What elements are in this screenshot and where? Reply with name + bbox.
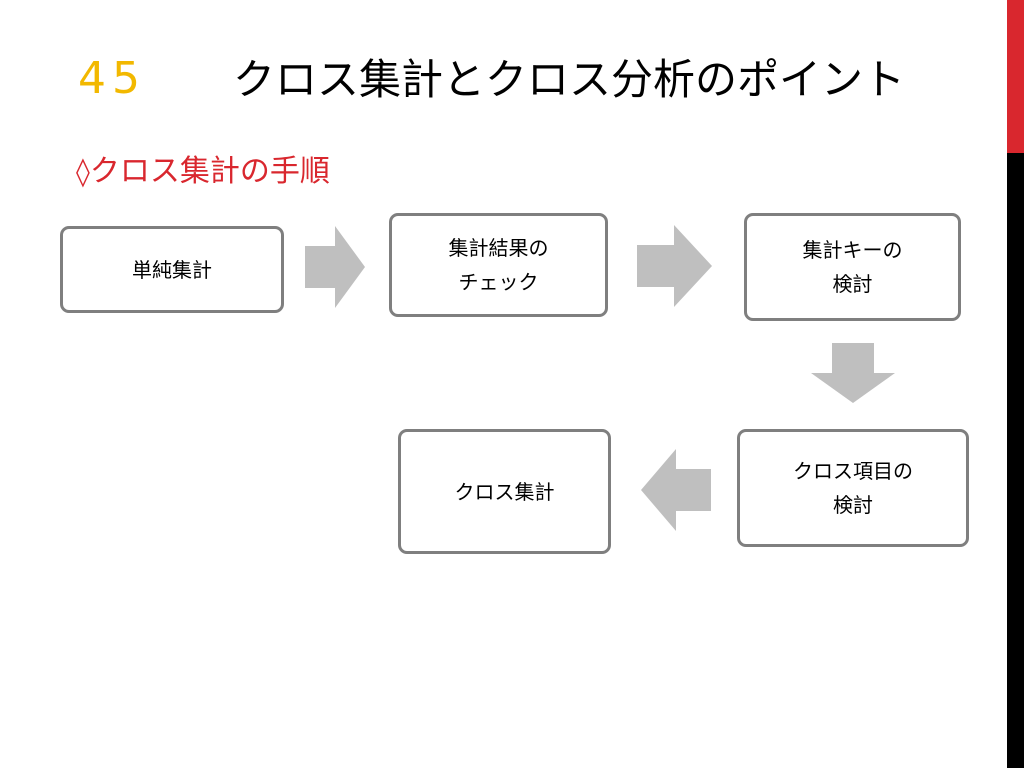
flow-step-key-review: 集計キーの 検討 — [744, 213, 961, 321]
edge-dark-bar — [1007, 153, 1024, 768]
flow-step-label: 集計キーの 検討 — [802, 238, 903, 296]
diamond-outline-icon: ◊ — [76, 155, 90, 188]
arrow-left-icon — [641, 449, 711, 531]
section-heading: ◊クロス集計の手順 — [76, 150, 330, 194]
flow-step-label: 単純集計 — [132, 257, 212, 282]
flow-step-cross-item-review: クロス項目の 検討 — [737, 429, 969, 547]
edge-accent-bar — [1007, 0, 1024, 153]
flow-step-label: クロス項目の 検討 — [793, 459, 913, 517]
flow-step-label: クロス集計 — [454, 479, 555, 504]
slide-number: 45 — [78, 53, 146, 104]
arrow-right-icon — [305, 226, 365, 308]
flow-step-result-check: 集計結果の チェック — [389, 213, 608, 317]
section-heading-text: クロス集計の手順 — [89, 154, 330, 189]
arrow-right-icon — [637, 225, 712, 307]
arrow-down-icon — [811, 343, 895, 403]
flow-step-simple-tabulation: 単純集計 — [60, 226, 284, 313]
flow-step-cross-tabulation: クロス集計 — [398, 429, 611, 554]
slide-title: クロス集計とクロス分析のポイント — [233, 55, 906, 104]
flow-step-label: 集計結果の チェック — [448, 236, 549, 294]
